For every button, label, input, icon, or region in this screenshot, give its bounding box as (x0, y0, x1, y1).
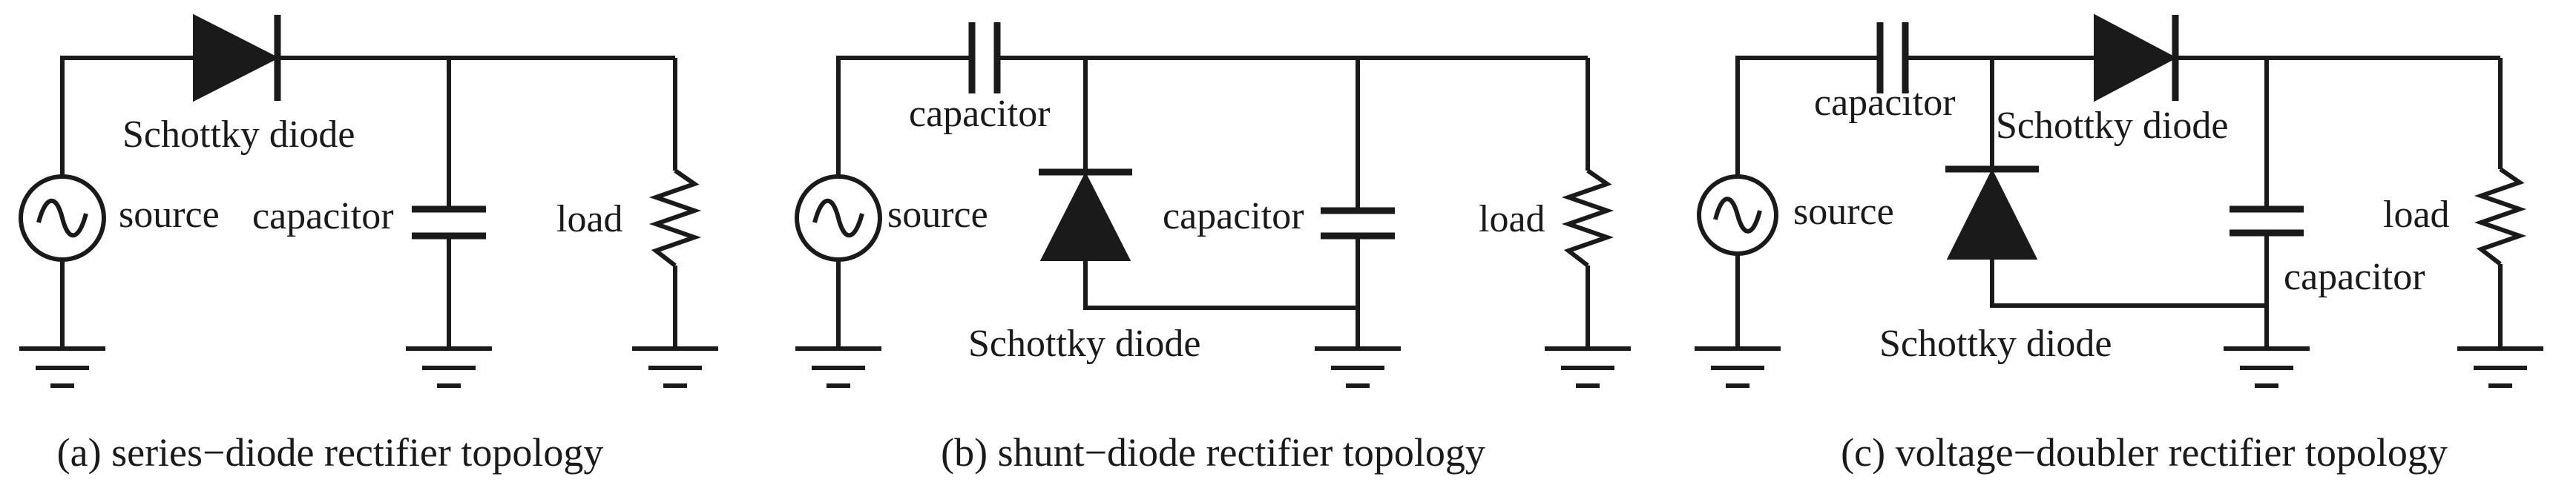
wire-diode-bottom (1083, 260, 1358, 310)
wire-source-top (1735, 56, 1879, 177)
capacitor-label: capacitor (252, 195, 394, 237)
load-resistor-symbol (648, 168, 702, 268)
panel-caption: (b) shunt−diode rectifier topology (941, 430, 1485, 475)
capacitor-symbol (1321, 207, 1395, 240)
output-capacitor-label: capacitor (2284, 256, 2425, 298)
series-capacitor-symbol (968, 22, 1001, 93)
source-label: source (887, 194, 988, 236)
series-capacitor-label: capacitor (1814, 82, 1956, 124)
ground-symbol (19, 346, 105, 388)
diode-label: Schottky diode (122, 113, 355, 156)
load-label: load (1479, 198, 1545, 240)
load-label: load (556, 198, 623, 240)
ground-symbol (632, 346, 718, 388)
ground-symbol (406, 346, 492, 388)
ground-symbol (795, 346, 881, 388)
diode-label: Schottky diode (968, 323, 1200, 365)
ac-source-symbol (795, 174, 882, 262)
panel-b-shunt-diode: capacitor source capacitor Schottky diod… (795, 22, 1631, 475)
series-capacitor-label: capacitor (909, 93, 1051, 135)
panel-caption: (c) voltage−doubler rectifier topology (1841, 430, 2448, 475)
panel-caption: (a) series−diode rectifier topology (57, 430, 604, 475)
wire-source-top (60, 56, 193, 177)
capacitor-symbol (2230, 205, 2304, 237)
schottky-diode-symbol (1945, 165, 2039, 260)
series-diode-label: Schottky diode (1996, 105, 2228, 147)
capacitor-symbol (412, 205, 486, 240)
source-label: source (1793, 191, 1894, 233)
load-label: load (2383, 194, 2450, 236)
ground-symbol (1315, 346, 1401, 388)
source-label: source (119, 194, 220, 236)
ac-source-symbol (19, 174, 106, 262)
shunt-capacitor-label: capacitor (1163, 195, 1304, 237)
ground-symbol (2224, 346, 2310, 388)
ac-source-symbol (1697, 174, 1778, 256)
wire-shunt-diode-bottom (1990, 258, 2267, 308)
panel-a-series-diode: Schottky diode source capacitor load (a)… (19, 13, 718, 475)
wire-source-top (836, 56, 970, 177)
panel-c-voltage-doubler: capacitor Schottky diode source load cap… (1695, 13, 2543, 475)
schottky-diode-symbol (193, 13, 281, 102)
schottky-diode-symbol (1039, 168, 1132, 261)
shunt-diode-label: Schottky diode (1879, 323, 2112, 365)
load-resistor-symbol (2474, 167, 2527, 266)
ground-symbol (1695, 346, 1781, 388)
load-resistor-symbol (1561, 168, 1614, 268)
schottky-diode-symbol (2094, 13, 2179, 102)
ground-symbol (1545, 346, 1631, 388)
ground-symbol (2457, 346, 2543, 388)
series-capacitor-symbol (1876, 22, 1909, 93)
